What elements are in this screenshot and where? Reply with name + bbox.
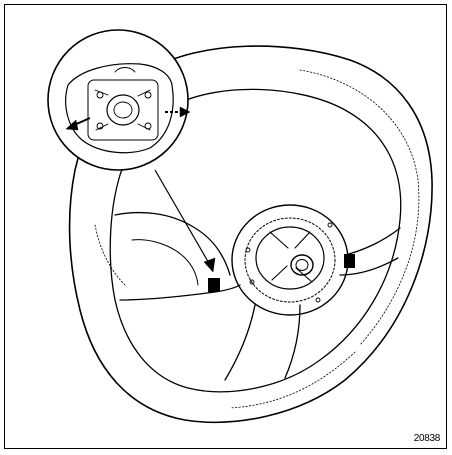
spoke-left-inner bbox=[131, 239, 199, 286]
rim-stitching-bottom bbox=[229, 351, 356, 409]
figure-reference-number: 20838 bbox=[413, 433, 441, 444]
inset-circle bbox=[47, 29, 189, 171]
hub-hole-2 bbox=[249, 279, 255, 285]
inset-screw-4 bbox=[144, 122, 152, 130]
leader-arrow bbox=[154, 169, 216, 273]
inset-arrow-left bbox=[65, 117, 91, 131]
inset-module-outline bbox=[65, 63, 174, 154]
inset-screw-3 bbox=[96, 122, 104, 130]
rim-stitching-left bbox=[94, 224, 126, 286]
inset-module-centre bbox=[106, 94, 140, 126]
spoke-bottom-2 bbox=[284, 304, 301, 379]
hub-hole-4 bbox=[327, 222, 333, 228]
spoke-left-lower bbox=[119, 284, 241, 301]
figure-frame bbox=[4, 4, 447, 449]
hub-spoke-a bbox=[269, 231, 313, 283]
wheel-rim-outer bbox=[68, 45, 433, 424]
spoke-bottom bbox=[224, 304, 256, 381]
hub-hole-1 bbox=[245, 247, 251, 253]
inset-arrow-right bbox=[165, 106, 191, 118]
hub-outer bbox=[231, 204, 349, 316]
hub-inner bbox=[255, 226, 325, 290]
hub-connector bbox=[290, 254, 314, 276]
hub-ring bbox=[244, 217, 336, 303]
inset-module-centre-inner bbox=[113, 101, 133, 119]
hub-connector-core bbox=[295, 259, 309, 271]
spoke-right bbox=[344, 227, 401, 256]
rim-stitching-right bbox=[299, 69, 420, 346]
spoke-right-lower bbox=[339, 257, 399, 276]
spoke-left bbox=[114, 211, 231, 276]
inset-screw-2 bbox=[144, 91, 152, 99]
hub-hole-3 bbox=[315, 297, 321, 303]
release-tab-right bbox=[344, 254, 355, 268]
release-tab-left bbox=[208, 278, 220, 292]
wheel-rim-inner bbox=[109, 88, 402, 393]
inset-screw-1 bbox=[96, 91, 104, 99]
inset-module-frame bbox=[87, 79, 159, 141]
